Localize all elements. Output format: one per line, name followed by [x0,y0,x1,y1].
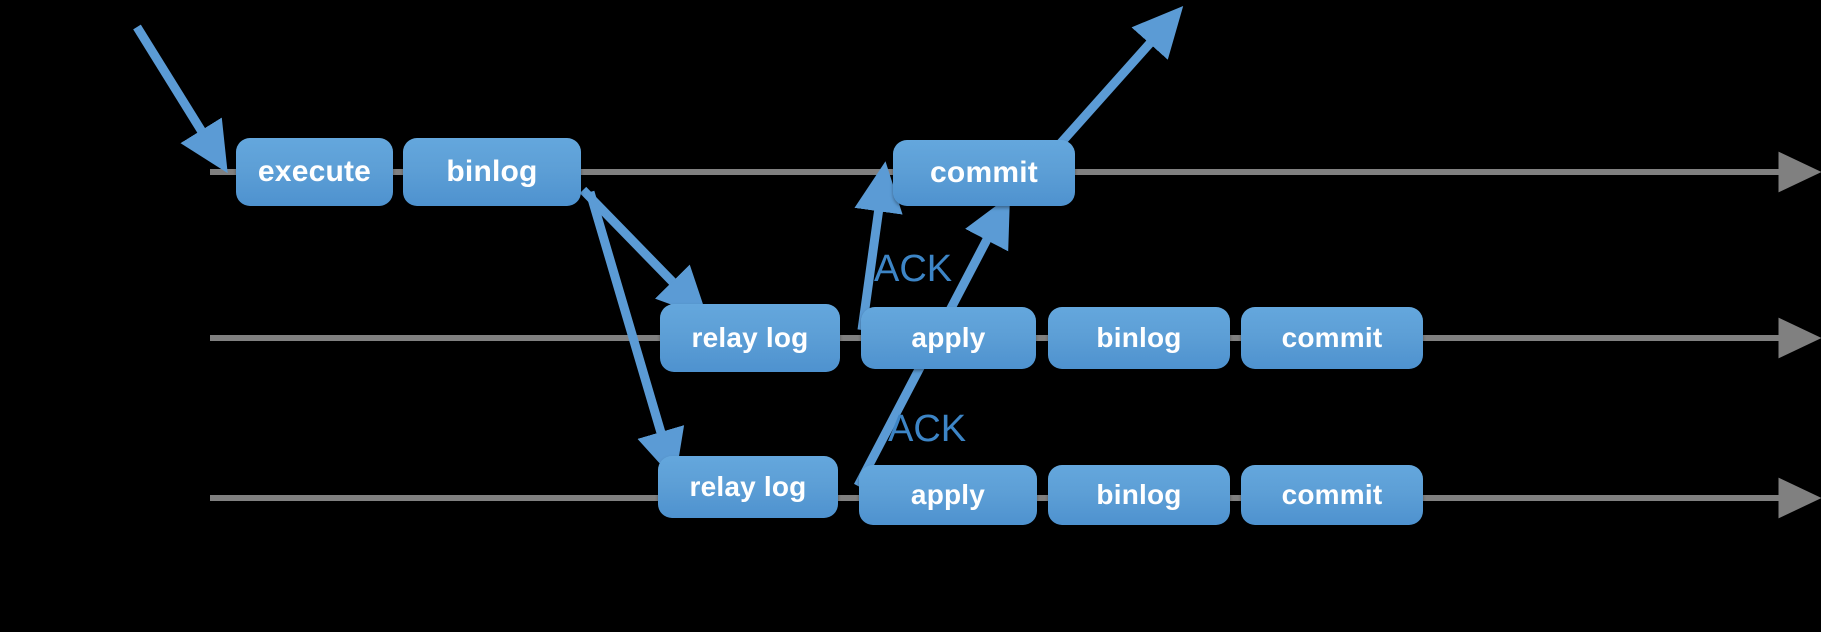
node-master-execute[interactable]: execute [236,138,393,206]
node-slave2-binlog[interactable]: binlog [1048,465,1230,525]
ack-label-slave-2: ACK [888,408,967,450]
node-slave1-relay-log[interactable]: relay log [660,304,840,372]
incoming-request-arrow [133,24,228,174]
node-slave2-relay-log[interactable]: relay log [658,456,838,518]
node-slave2-apply[interactable]: apply [859,465,1037,525]
binlog-to-slave1-relay-arrow [579,186,708,318]
node-slave1-binlog[interactable]: binlog [1048,307,1230,369]
ack-label-slave-1: ACK [874,248,953,290]
node-slave1-apply[interactable]: apply [861,307,1036,369]
node-slave1-commit[interactable]: commit [1241,307,1423,369]
node-slave2-commit[interactable]: commit [1241,465,1423,525]
node-master-commit[interactable]: commit [893,140,1075,206]
node-master-binlog[interactable]: binlog [403,138,581,206]
